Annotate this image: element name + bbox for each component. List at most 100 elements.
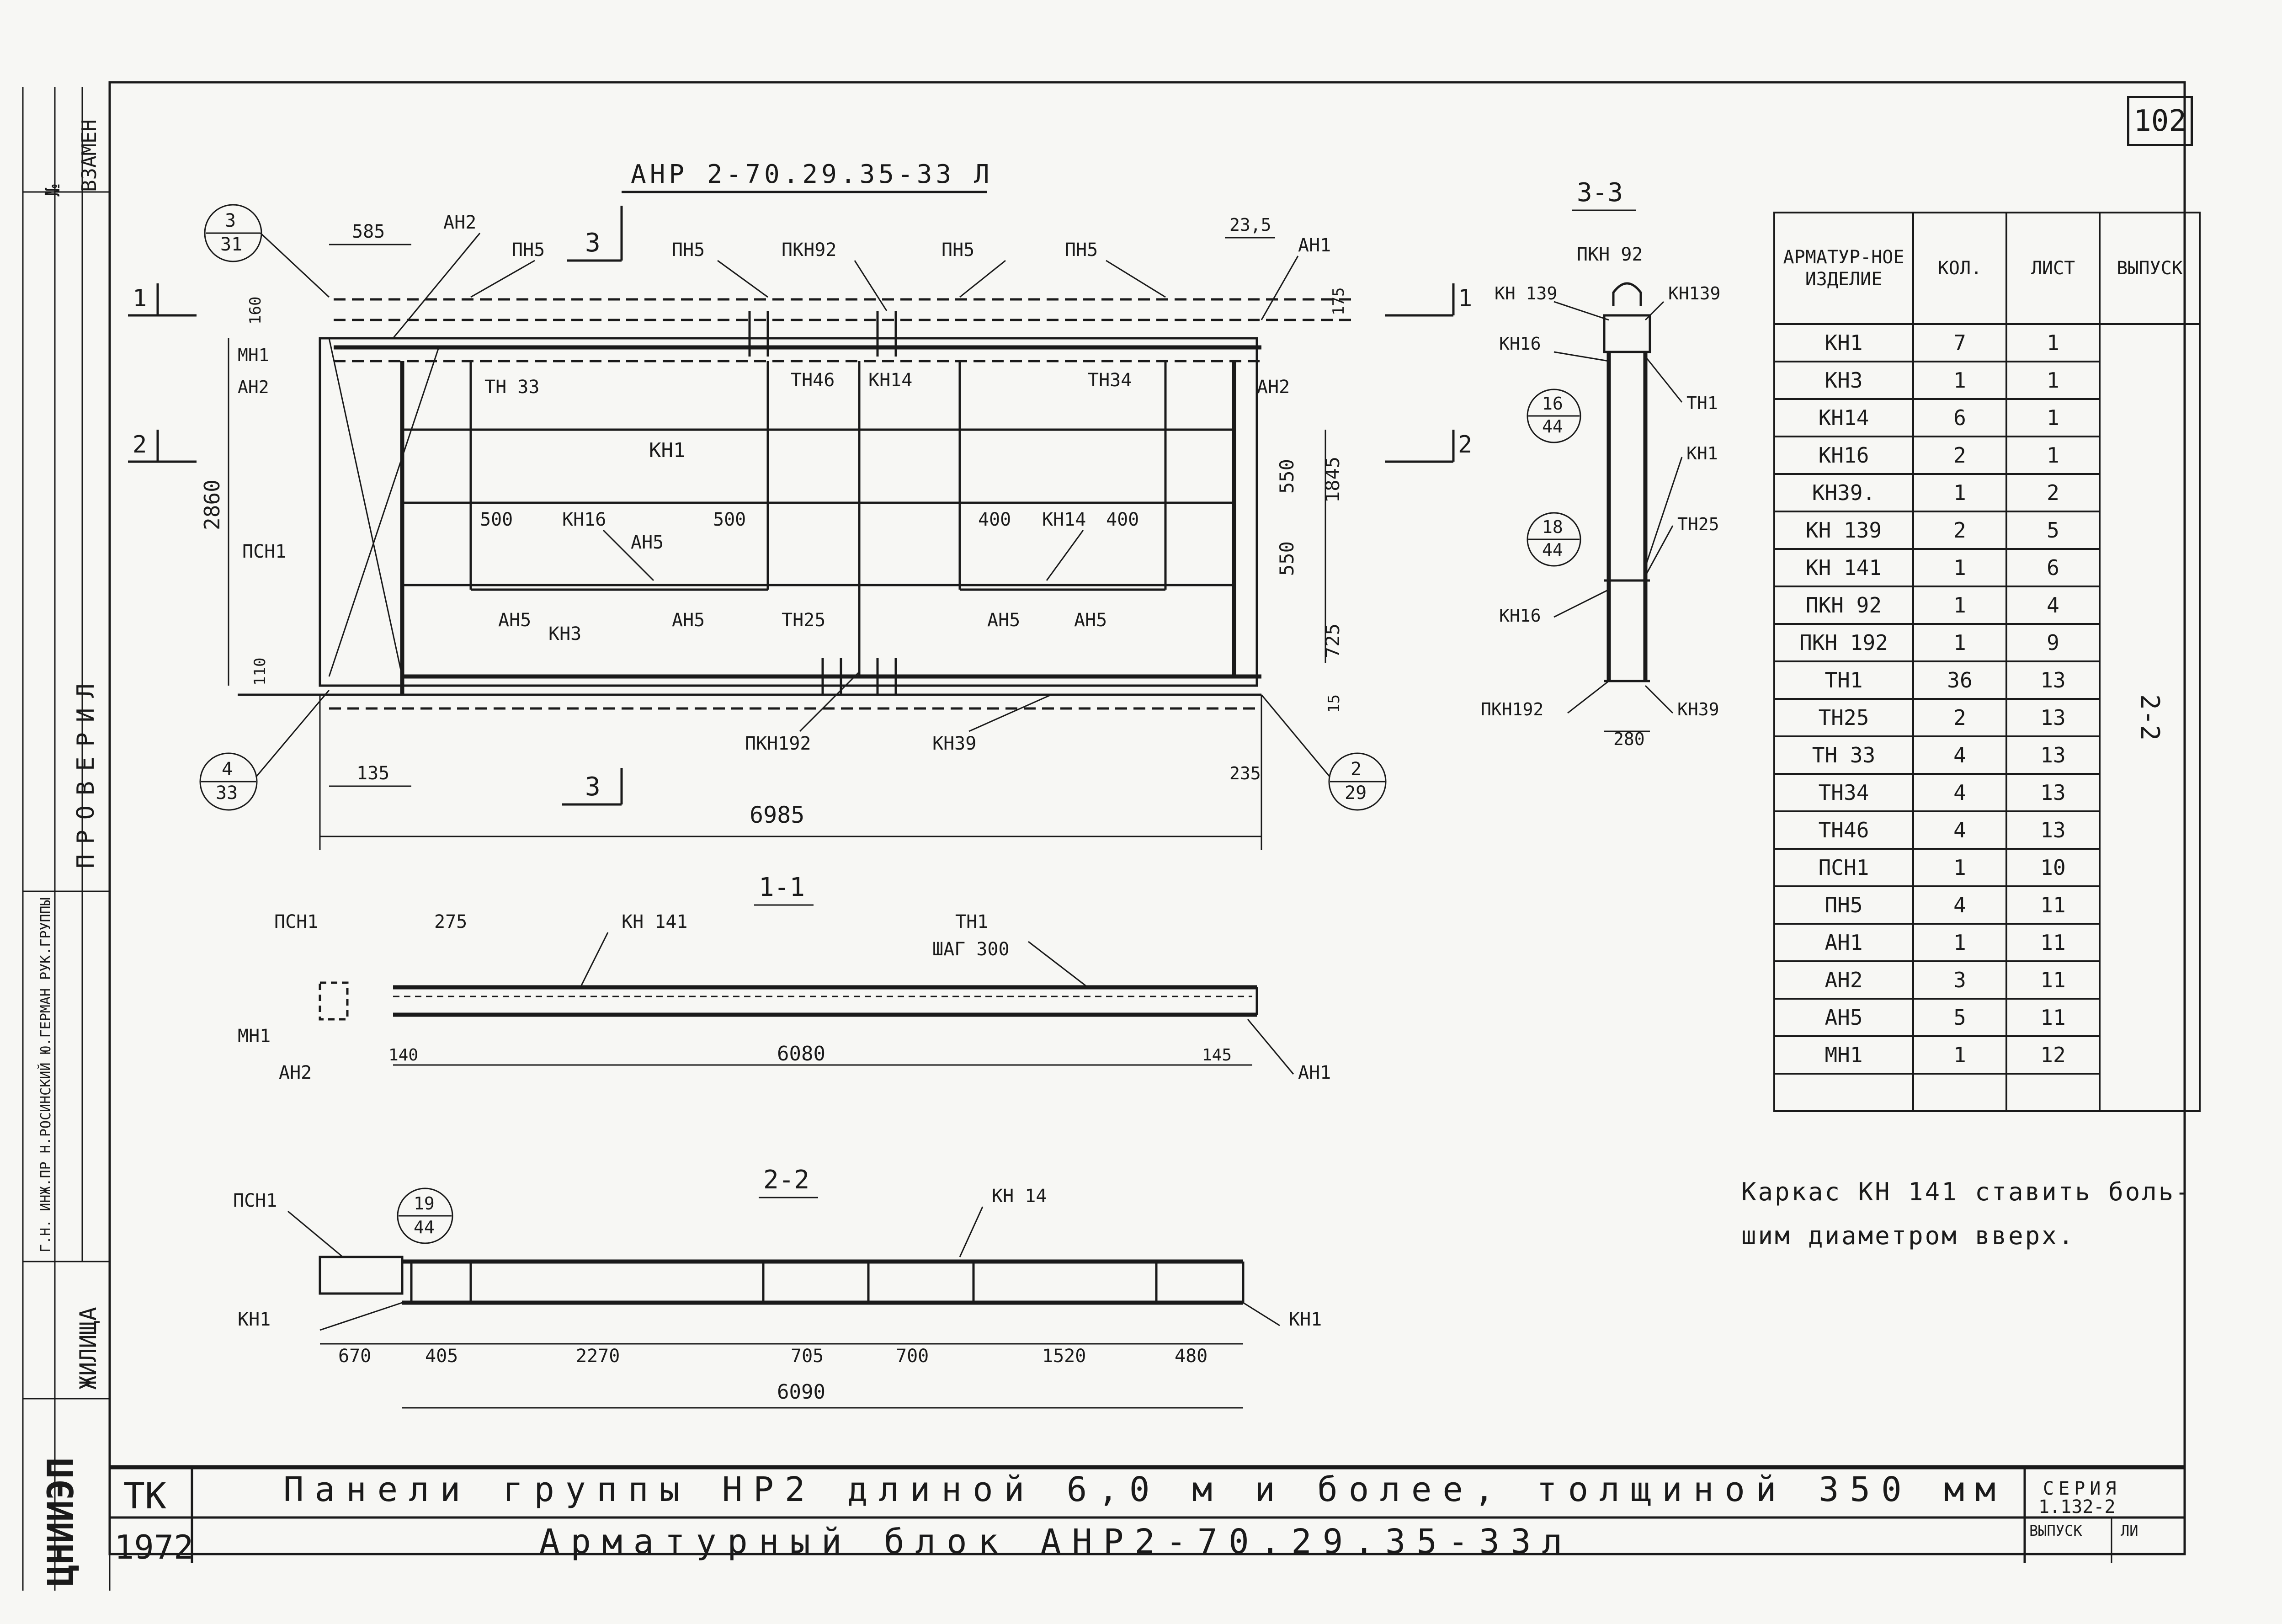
table-cell: АН2 [1773, 960, 1914, 1000]
callout-16-44: 16 44 [1527, 389, 1581, 443]
svg-text:3: 3 [225, 210, 236, 231]
dim-400-a: 400 [978, 509, 1011, 530]
plan-kn1: КН1 [649, 439, 685, 462]
table-cell [2005, 1073, 2101, 1112]
stamp-series-label: СЕРИЯ [2043, 1478, 2121, 1499]
plan-an1: АН1 [1298, 235, 1331, 256]
table-cell: АН5 [1773, 998, 1914, 1037]
s11-psn1: ПСН1 [274, 911, 318, 932]
table-cell: 1 [1912, 361, 2007, 400]
panel-outline [319, 337, 1258, 687]
dim-1845: 1845 [1321, 457, 1344, 503]
svg-text:44: 44 [1542, 416, 1563, 437]
s11-dim-140: 140 [388, 1046, 418, 1065]
table-cell: 5 [2005, 511, 2101, 550]
section-mark-3-top: 3 [585, 228, 601, 258]
page-number: 102 [2127, 96, 2193, 146]
header-sheet: ЛИСТ [2005, 212, 2101, 325]
s33-pkn192: ПКН192 [1481, 699, 1543, 719]
s11-an2: АН2 [279, 1062, 312, 1083]
institute-logo: ЦНИИЭП [41, 1457, 82, 1586]
plan-an5-c: АН5 [672, 610, 705, 631]
plan-pn5-c: ПН5 [942, 240, 974, 261]
table-cell: ПСН1 [1773, 848, 1914, 887]
plan-psn1: ПСН1 [242, 541, 286, 562]
s33-kn16-b: КН16 [1499, 606, 1541, 626]
s11-dim-275: 275 [434, 911, 467, 932]
dim-500-a: 500 [480, 509, 513, 530]
table-cell: ТН25 [1773, 698, 1914, 737]
table-cell: ТН46 [1773, 810, 1914, 850]
table-cell: 10 [2005, 848, 2101, 887]
table-cell: МН1 [1773, 1035, 1914, 1075]
s33-tn25: ТН25 [1677, 514, 1719, 534]
stamp-year: 1972 [114, 1528, 193, 1566]
plan-view: АНР 2-70.29.35-33 Л [128, 160, 1472, 850]
plan-pkn192: ПКН192 [745, 733, 811, 754]
plan-mn1: МН1 [238, 345, 269, 365]
dim-23-5: 23,5 [1229, 215, 1271, 235]
plan-an2-right: АН2 [1257, 377, 1290, 398]
header-item: АРМАТУР-НОЕ ИЗДЕЛИЕ [1773, 212, 1914, 325]
table-cell [1912, 1073, 2007, 1112]
callout-3-31: 3 31 [204, 204, 330, 298]
s22-dim-405: 405 [425, 1346, 458, 1367]
s11-step: ШАГ 300 [932, 939, 1010, 960]
table-cell: ПКН 92 [1773, 586, 1914, 625]
plan-an2-top: АН2 [443, 212, 476, 233]
table-cell: 9 [2005, 623, 2101, 662]
table-cell: 5 [1912, 998, 2007, 1037]
s22-kn14: КН 14 [992, 1186, 1047, 1207]
dim-235: 235 [1229, 763, 1261, 783]
s33-dim-280: 280 [1613, 729, 1645, 749]
dim-110: 110 [251, 658, 269, 686]
dim-400-b: 400 [1106, 509, 1139, 530]
s22-dim-6090: 6090 [777, 1380, 825, 1404]
table-cell: 13 [2005, 810, 2101, 850]
section-1-1: 1-1 ПСН1 275 КН 141 ТН1 ШАГ 300 МН1 АН2 … [238, 873, 1331, 1083]
table-cell: 4 [1912, 773, 2007, 812]
s22-dim-705: 705 [791, 1346, 824, 1367]
stamp-release-label: ВЫПУСК [2029, 1522, 2082, 1539]
table-cell: 11 [2005, 923, 2101, 962]
header-release: ВЫПУСК [2099, 212, 2201, 325]
plan-an5-d: АН5 [987, 610, 1020, 631]
dim-2860: 2860 [200, 479, 224, 530]
header-qty: КОЛ. [1912, 212, 2007, 325]
s11-dim-145: 145 [1202, 1046, 1232, 1065]
dim-6985: 6985 [750, 802, 804, 828]
section-3-3-title: 3-3 [1577, 178, 1623, 208]
section-mark-1-left: 1 [133, 285, 147, 312]
specification-table: АРМАТУР-НОЕ ИЗДЕЛИЕ КОЛ. ЛИСТ ВЫПУСК КН1… [1773, 212, 2201, 1112]
plan-pkn92: ПКН92 [782, 240, 836, 261]
s22-kn1-right: КН1 [1289, 1309, 1322, 1330]
plan-kn39: КН39 [932, 733, 976, 754]
svg-text:18: 18 [1542, 517, 1563, 537]
table-cell: 4 [1912, 885, 2007, 925]
table-cell: 4 [1912, 735, 2007, 775]
s22-dim-1520: 1520 [1042, 1346, 1086, 1367]
table-cell: 1 [2005, 436, 2101, 475]
table-cell: 1 [1912, 473, 2007, 512]
dim-500-b: 500 [713, 509, 746, 530]
table-cell: КН39. [1773, 473, 1914, 512]
number-label: № [41, 184, 64, 197]
table-cell: 11 [2005, 998, 2101, 1037]
dim-550-b: 550 [1276, 541, 1298, 576]
s11-an1: АН1 [1298, 1062, 1331, 1083]
section-mark-3-bottom: 3 [585, 772, 601, 802]
svg-text:44: 44 [414, 1217, 435, 1237]
callout-19-44: 19 44 [397, 1187, 453, 1244]
table-cell: 7 [1912, 323, 2007, 362]
dim-175: 175 [1330, 288, 1348, 315]
table-cell: 1 [1912, 1035, 2007, 1075]
callout-4-33: 4 33 [199, 690, 330, 811]
table-cell: КН14 [1773, 398, 1914, 437]
s22-dim-700: 700 [896, 1346, 929, 1367]
table-cell: 4 [1912, 810, 2007, 850]
stamp-sheet-label: ЛИ [2121, 1522, 2138, 1539]
s33-tn1: ТН1 [1686, 393, 1718, 413]
stamp-title-line1: Панели группы НР2 длиной 6,0 м и более, … [283, 1470, 2007, 1509]
